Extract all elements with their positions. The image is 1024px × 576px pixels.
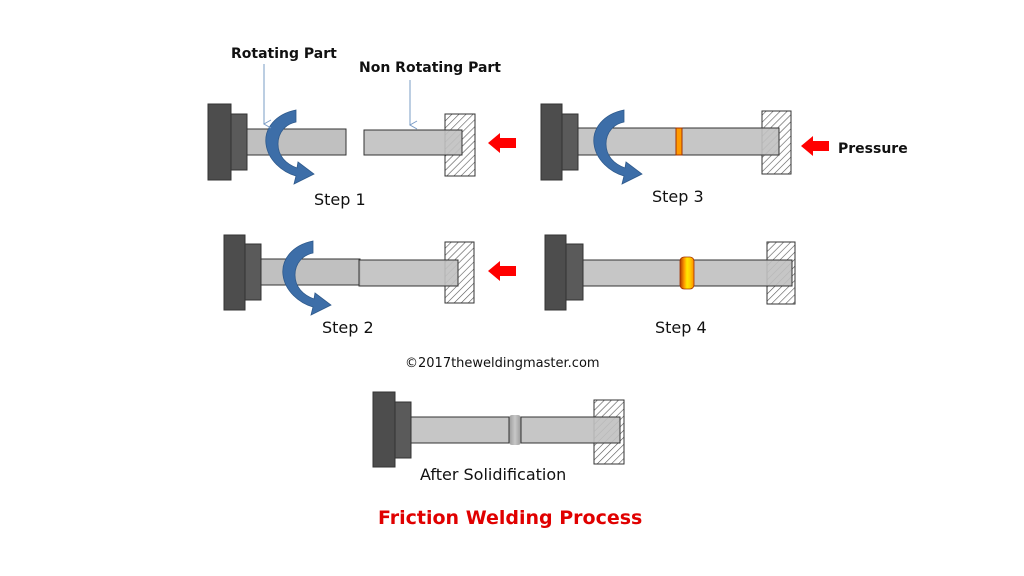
chuck-inner	[244, 243, 262, 301]
chuck-outer	[540, 103, 563, 181]
step-4-label: Step 4	[655, 318, 707, 337]
chuck-inner	[565, 243, 584, 301]
step-1-group: Rotating Part Non Rotating Part Step 1	[207, 46, 516, 209]
step-3-label: Step 3	[652, 187, 704, 206]
pressure-arrow-icon	[488, 261, 516, 281]
chuck-inner	[561, 113, 579, 171]
step-3-group: Pressure Step 3	[540, 103, 908, 206]
non-rotating-rod	[358, 259, 459, 287]
after-solidification-group: After Solidification	[372, 391, 625, 484]
rotating-rod	[260, 258, 361, 286]
copyright-text: ©2017theweldingmaster.com	[405, 356, 600, 371]
heated-interface	[675, 127, 683, 156]
step-2-group: Step 2	[223, 234, 516, 337]
diagram-title: Friction Welding Process	[378, 507, 642, 529]
chuck-outer	[372, 391, 396, 468]
rotating-part-label: Rotating Part	[231, 46, 337, 62]
hot-weld-zone	[679, 256, 695, 290]
pressure-arrow-icon	[488, 133, 516, 153]
non-rotating-part-label: Non Rotating Part	[359, 60, 501, 76]
pressure-arrow-icon	[801, 136, 829, 156]
after-solidification-label: After Solidification	[420, 465, 566, 484]
chuck-outer	[223, 234, 246, 311]
step-2-label: Step 2	[322, 318, 374, 337]
chuck-inner	[394, 401, 412, 459]
chuck-outer	[544, 234, 567, 311]
solidified-weld	[509, 415, 521, 445]
step-4-group: Step 4	[544, 234, 796, 337]
rotating-rod	[246, 128, 347, 156]
non-rotating-rod	[363, 129, 463, 156]
step-1-label: Step 1	[314, 190, 366, 209]
pressure-label: Pressure	[838, 141, 908, 157]
chuck-inner	[230, 113, 248, 171]
chuck-outer	[207, 103, 232, 181]
